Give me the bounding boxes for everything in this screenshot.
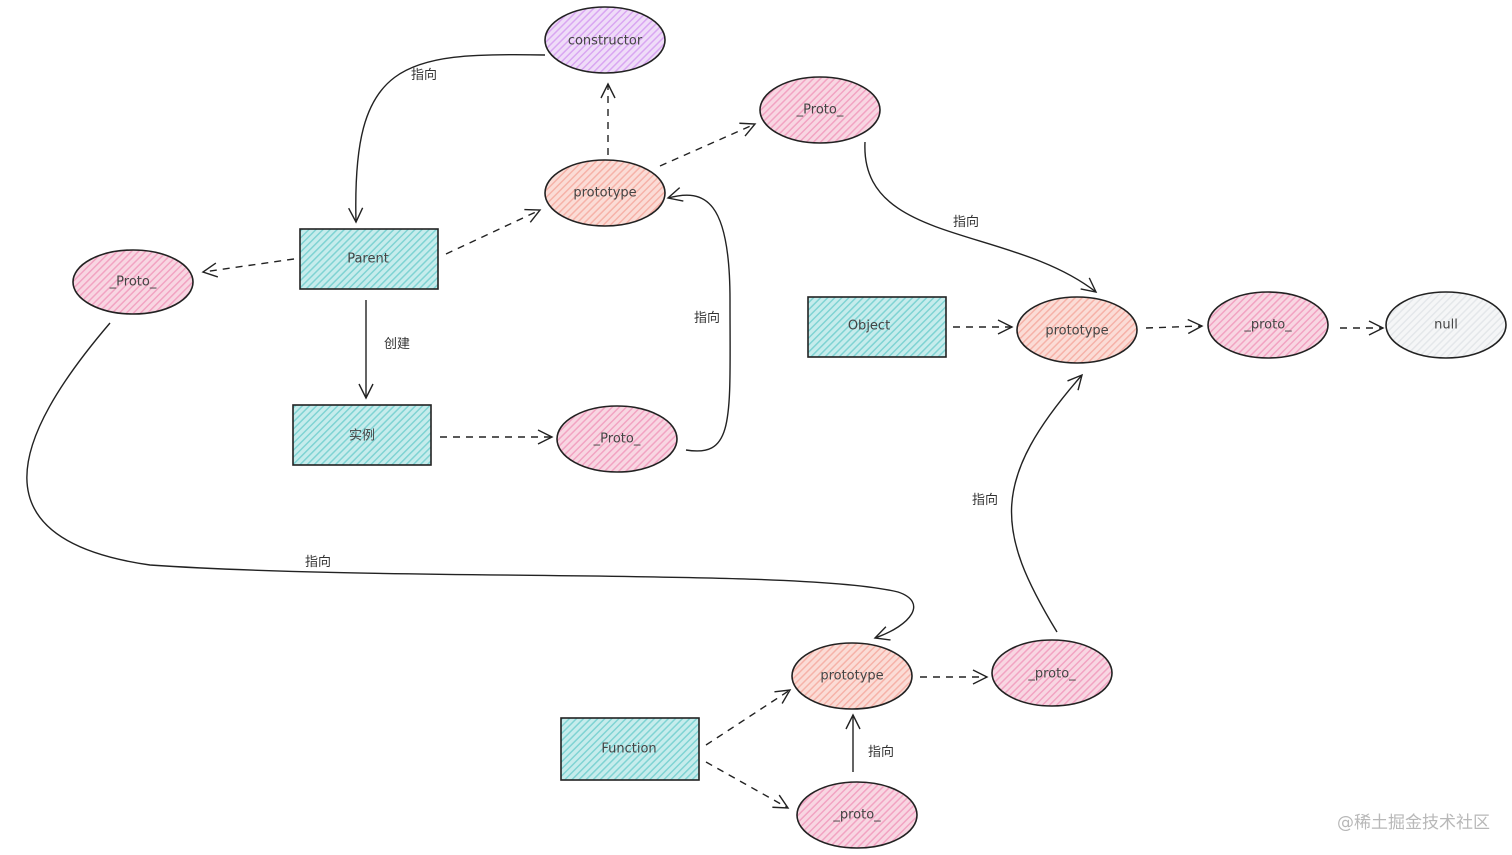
node-proto-function-proto: _proto_ bbox=[991, 639, 1113, 707]
node-label: prototype bbox=[820, 669, 883, 684]
node-prototype-object: prototype bbox=[1016, 296, 1138, 364]
edge-label: 指向 bbox=[305, 554, 331, 570]
edge-prototype-proto bbox=[1145, 318, 1204, 335]
node-label: constructor bbox=[568, 34, 643, 49]
node-constructor: constructor bbox=[544, 6, 666, 74]
watermark: @稀土掘金技术社区 bbox=[1337, 813, 1490, 833]
node-parent: Parent bbox=[299, 228, 439, 290]
node-label: Function bbox=[601, 742, 656, 757]
node-label: prototype bbox=[1045, 324, 1108, 339]
node-label: prototype bbox=[573, 186, 636, 201]
node-function: Function bbox=[560, 717, 700, 781]
edge-function-proto bbox=[705, 761, 790, 809]
node-prototype-function: prototype bbox=[791, 642, 913, 710]
edge-label: 指向 bbox=[868, 744, 894, 760]
edge-constructor-parent bbox=[348, 53, 546, 224]
node-label: null bbox=[1434, 318, 1458, 333]
edge-parent-prototype bbox=[445, 208, 542, 255]
edge-proto-left-function-prototype bbox=[26, 322, 915, 641]
node-label: _Proto_ bbox=[796, 103, 844, 118]
edge-label: 指向 bbox=[953, 214, 979, 230]
node-label: _Proto_ bbox=[593, 432, 641, 447]
edge-label: 指向 bbox=[694, 310, 720, 326]
edge-label: 创建 bbox=[384, 337, 410, 352]
node-label: _Proto_ bbox=[109, 275, 157, 290]
edge-parent-proto-left bbox=[201, 258, 295, 278]
edge-proto-top-object-prototype bbox=[864, 141, 1098, 293]
node-label: _proto_ bbox=[832, 808, 881, 823]
node-instance: 实例 bbox=[292, 404, 432, 466]
edge-function-proto-object-prototype bbox=[1010, 373, 1084, 633]
node-prototype-parent: prototype bbox=[544, 159, 666, 227]
edge-prototype-proto-top bbox=[659, 122, 757, 167]
edge-label: 指向 bbox=[972, 492, 998, 508]
node-proto-function: _proto_ bbox=[796, 781, 918, 849]
node-label: Parent bbox=[347, 252, 389, 267]
node-object: Object bbox=[807, 296, 947, 358]
edge-function-prototype bbox=[705, 689, 792, 746]
node-proto-left: _Proto_ bbox=[72, 249, 194, 315]
node-label: _proto_ bbox=[1243, 318, 1292, 333]
edge-label: 指向 bbox=[411, 67, 437, 83]
node-label: 实例 bbox=[349, 429, 375, 444]
node-label: Object bbox=[848, 319, 890, 334]
node-proto-object: _proto_ bbox=[1207, 291, 1329, 359]
edge-instance-proto-prototype bbox=[666, 187, 731, 452]
node-proto-instance: _Proto_ bbox=[556, 405, 678, 473]
node-null: null bbox=[1385, 291, 1507, 359]
node-proto-top: _Proto_ bbox=[759, 76, 881, 144]
node-label: _proto_ bbox=[1027, 667, 1076, 682]
